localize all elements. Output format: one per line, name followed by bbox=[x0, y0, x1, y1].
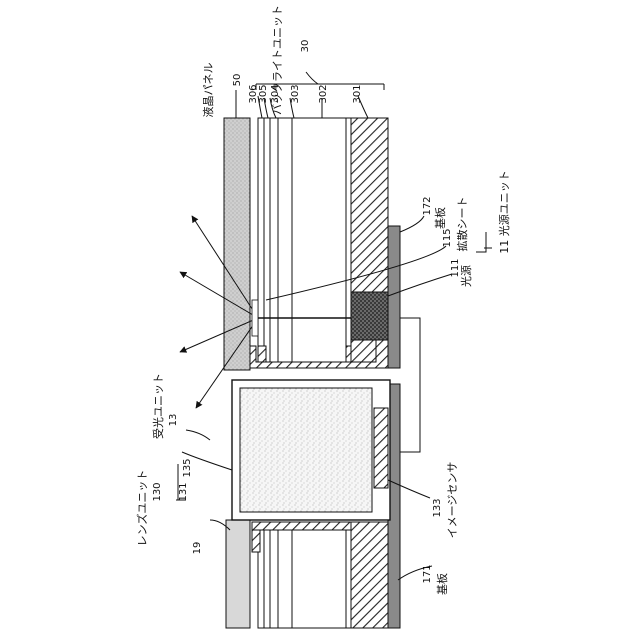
cover-19 bbox=[226, 520, 250, 628]
image-sensor-133 bbox=[374, 408, 388, 488]
label-receiver-num: 13 bbox=[168, 414, 179, 427]
flex-connector bbox=[400, 318, 420, 452]
label-131: 131 bbox=[178, 482, 189, 501]
backlight-lower-block bbox=[252, 522, 351, 628]
label-lcd-num: 50 bbox=[232, 74, 243, 87]
label-305: 305 bbox=[258, 84, 269, 103]
label-backlight-num: 30 bbox=[300, 40, 311, 53]
frame-301-lower bbox=[351, 522, 388, 628]
substrate-172 bbox=[388, 226, 400, 368]
lcd-panel bbox=[224, 118, 250, 370]
label-receiver-unit: 受光ユニット bbox=[151, 373, 165, 439]
label-302: 302 bbox=[318, 84, 329, 103]
lens-135 bbox=[240, 388, 372, 512]
label-172: 172 bbox=[422, 196, 433, 215]
label-135: 135 bbox=[182, 458, 193, 477]
label-lens-unit: レンズユニット bbox=[135, 470, 149, 547]
backlight-upper-block bbox=[258, 118, 351, 368]
light-source-111 bbox=[351, 292, 388, 340]
label-19: 19 bbox=[192, 542, 203, 555]
label-304: 304 bbox=[270, 84, 281, 103]
label-lens-unit-num: 130 bbox=[152, 482, 163, 501]
label-133: 133 bbox=[432, 498, 443, 517]
label-light-source-unit: 11 光源ユニット bbox=[497, 170, 511, 254]
label-substrate-172: 基板 bbox=[433, 207, 447, 229]
label-303: 303 bbox=[290, 84, 301, 103]
label-light-source: 光源 bbox=[459, 265, 473, 287]
label-diffusion-sheet: 拡散シート bbox=[455, 197, 469, 252]
label-301: 301 bbox=[352, 84, 363, 103]
label-image-sensor: イメージセンサ bbox=[446, 462, 459, 539]
label-lcd-panel: 液晶パネル bbox=[201, 63, 215, 118]
label-111: 111 bbox=[450, 258, 461, 277]
label-171: 171 bbox=[422, 564, 433, 583]
label-substrate-171: 基板 bbox=[435, 573, 449, 595]
label-115: 115 bbox=[442, 228, 453, 247]
